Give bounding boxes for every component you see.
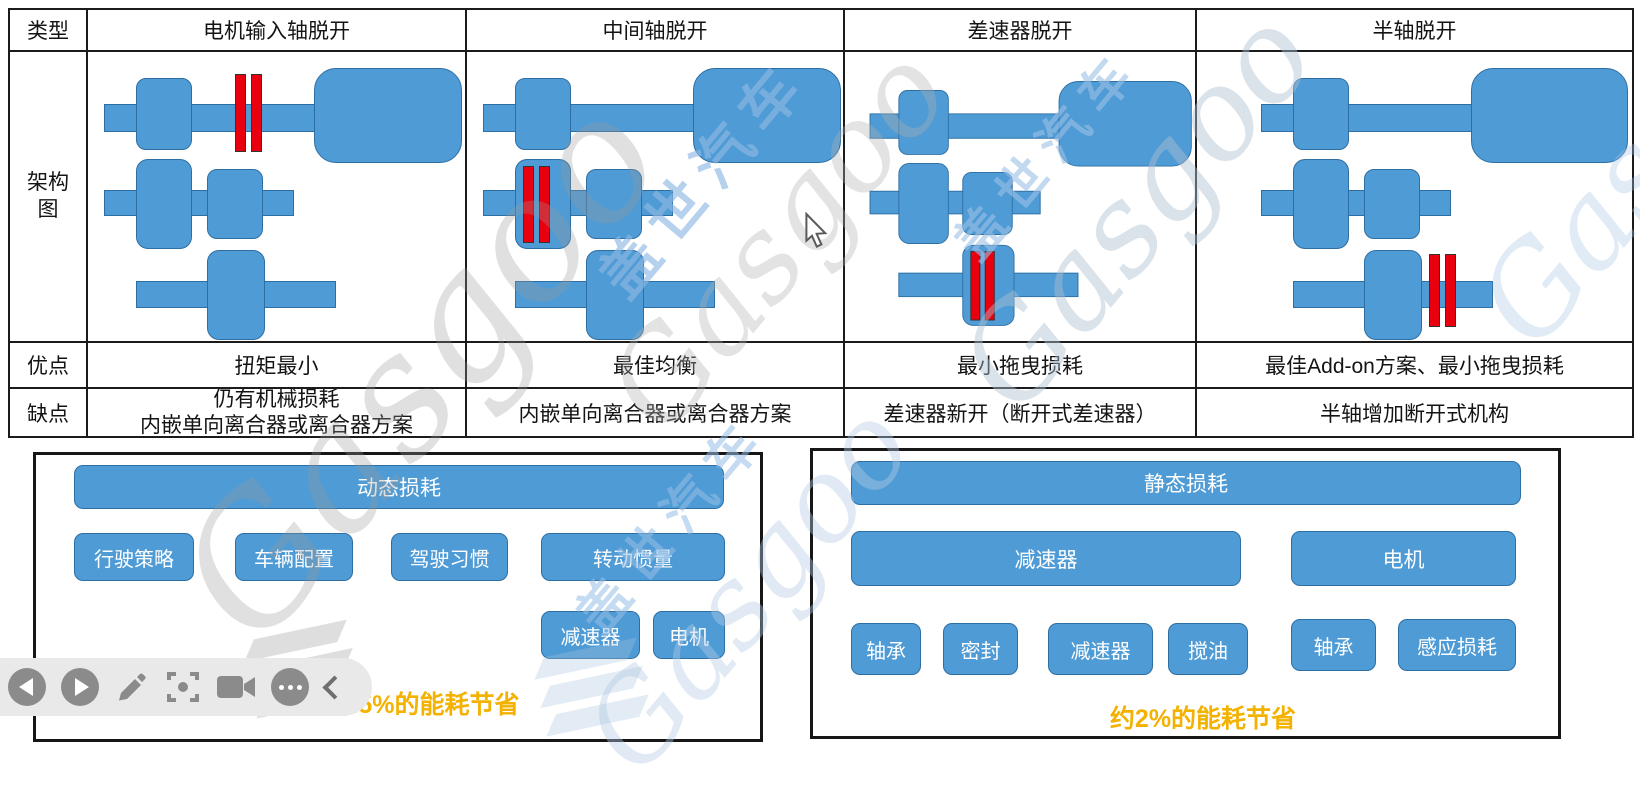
differential-gear: [1364, 250, 1422, 340]
intermediate-gear-large: [898, 162, 949, 244]
intermediate-shaft: [869, 190, 1041, 215]
previous-icon[interactable]: [8, 668, 46, 706]
dynamic-loss-title: 动态损耗: [74, 465, 724, 509]
arch-diagram-differential-disconnect: [845, 52, 1197, 343]
rotational-inertia-sub-item: 电机: [653, 611, 725, 659]
rotational-inertia-sub-item: 减速器: [541, 611, 640, 659]
pros-intermediate-shaft: 最佳均衡: [467, 343, 845, 389]
cons-halfshaft: 半轴增加断开式机构: [1320, 402, 1509, 426]
arch-diagram-halfshaft-disconnect: [1197, 52, 1632, 343]
static-saving-label: 约2%的能耗节省: [1109, 705, 1297, 733]
screenshot-focus-icon[interactable]: [165, 669, 201, 705]
static-loss-item: 轴承: [1291, 619, 1376, 671]
camera-icon[interactable]: [216, 672, 256, 702]
intermediate-shaft: [483, 190, 673, 216]
static-loss-title: 静态损耗: [851, 461, 1521, 505]
dynamic-loss-item: 行驶策略: [74, 533, 194, 581]
cons-differential: 差速器新开（断开式差速器）: [845, 389, 1197, 436]
intermediate-gear-small: [586, 169, 642, 239]
cons-intermediate-shaft: 内嵌单向离合器或离合器方案: [467, 389, 845, 436]
clutch-marker-halfshaft: [1429, 254, 1456, 327]
static-loss-panel: 静态损耗 减速器 电机 轴承 密封 减速器 搅油 轴承 感应损耗 约2%的能耗节…: [810, 448, 1561, 739]
input-gear: [898, 90, 949, 155]
dynamic-loss-item: 转动惯量: [541, 533, 725, 581]
row-header-cons: 缺点: [10, 389, 88, 436]
input-gear: [1293, 78, 1349, 150]
static-loss-item: 密封: [943, 623, 1018, 675]
cons-motor-input: 仍有机械损耗 内嵌单向离合器或离合器方案: [88, 389, 467, 436]
motor-block: [314, 68, 462, 163]
input-gear: [136, 78, 192, 150]
column-title-differential-disconnect: 差速器脱开: [845, 10, 1197, 52]
clutch-marker-differential: [970, 251, 995, 321]
intermediate-gear-small: [962, 171, 1013, 235]
arch-diagram-intermediate-shaft-disconnect: [467, 52, 845, 343]
intermediate-gear-large: [136, 159, 192, 249]
more-options-icon[interactable]: [271, 668, 309, 706]
dynamic-loss-item: 车辆配置: [235, 533, 353, 581]
dynamic-loss-item: 驾驶习惯: [391, 533, 508, 581]
static-loss-item: 减速器: [1048, 623, 1153, 675]
differential-gear: [586, 250, 644, 340]
collapse-chevron-icon[interactable]: [322, 674, 347, 700]
input-gear: [515, 78, 571, 150]
clutch-marker-intermediate-shaft: [523, 166, 550, 243]
column-title-motor-input-disconnect: 电机输入轴脱开: [88, 10, 467, 52]
motor-block: [693, 68, 841, 163]
clutch-marker-input-shaft: [235, 74, 262, 152]
intermediate-gear-large: [1293, 159, 1349, 249]
mouse-cursor: [802, 211, 830, 255]
motor-block: [1058, 81, 1192, 167]
pencil-icon[interactable]: [114, 669, 150, 705]
static-loss-group-motor: 电机: [1291, 531, 1516, 586]
column-title-halfshaft-disconnect: 半轴脱开: [1197, 10, 1632, 52]
row-header-type: 类型: [10, 10, 88, 52]
static-loss-item: 感应损耗: [1398, 619, 1516, 671]
arch-diagram-motor-input-disconnect: [88, 52, 467, 343]
row-header-pros: 优点: [10, 343, 88, 389]
static-loss-item: 轴承: [851, 623, 921, 675]
differential-gear: [207, 250, 265, 340]
intermediate-shaft: [104, 190, 294, 216]
static-loss-group-reducer: 减速器: [851, 531, 1241, 586]
intermediate-gear-small: [1364, 169, 1420, 239]
pros-motor-input: 扭矩最小: [88, 343, 467, 389]
player-toolbar: [0, 658, 372, 716]
motor-block: [1471, 68, 1628, 163]
play-icon[interactable]: [61, 668, 99, 706]
dynamic-loss-panel: 动态损耗 行驶策略 车辆配置 驾驶习惯 转动惯量 减速器 电机 约1.5%的能耗…: [33, 452, 763, 742]
row-header-architecture: 架构图: [10, 52, 88, 343]
intermediate-gear-small: [207, 169, 263, 239]
disconnect-comparison-table: 类型 电机输入轴脱开 中间轴脱开 差速器脱开 半轴脱开 架构图: [8, 8, 1634, 438]
intermediate-shaft: [1261, 190, 1451, 216]
column-title-intermediate-shaft-disconnect: 中间轴脱开: [467, 10, 845, 52]
pros-halfshaft: 最佳Add-on方案、最小拖曳损耗: [1197, 343, 1632, 389]
static-loss-item: 搅油: [1168, 623, 1248, 675]
pros-differential: 最小拖曳损耗: [845, 343, 1197, 389]
